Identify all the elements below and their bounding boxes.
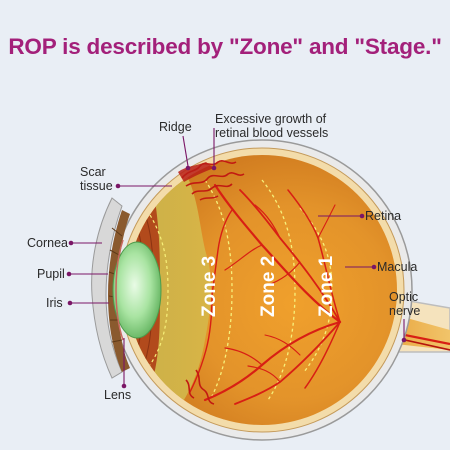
optic-nerve-label-line1: Optic: [389, 290, 418, 304]
label-excessive-growth: Excessive growth of retinal blood vessel…: [211, 112, 328, 171]
ridge-label: Ridge: [159, 120, 192, 134]
label-optic-nerve: Optic nerve: [389, 290, 420, 343]
scar-tissue: [178, 162, 214, 182]
zone-2-label: Zone 2: [258, 256, 279, 317]
pupil-label: Pupil: [37, 267, 65, 281]
label-cornea: Cornea: [27, 236, 102, 250]
label-iris: Iris: [46, 296, 109, 310]
retina-label: Retina: [365, 209, 401, 223]
label-ridge: Ridge: [159, 120, 192, 171]
zone-boundary-3: [204, 179, 233, 401]
zone-boundary-1: [299, 207, 333, 373]
label-scar-tissue: Scar tissue: [80, 165, 172, 193]
zone-boundary-2: [261, 179, 296, 401]
iris-shape: [108, 210, 130, 372]
zone-3-label: Zone 3: [199, 256, 220, 317]
eyeball: [111, 139, 413, 441]
diagram-title: ROP is described by "Zone" and "Stage.": [8, 34, 442, 59]
scar-label-line1: Scar: [80, 165, 106, 179]
iris-label: Iris: [46, 296, 63, 310]
retinal-blood-vessels: [189, 183, 342, 405]
excessive-growth-label-line2: retinal blood vessels: [215, 126, 328, 140]
label-macula: Macula: [345, 260, 417, 274]
zone-1-label: Zone 1: [316, 255, 337, 317]
scar-label-line2: tissue: [80, 179, 113, 193]
label-retina: Retina: [318, 209, 401, 223]
optic-nerve-label-line2: nerve: [389, 304, 420, 318]
excessive-growth-label-line1: Excessive growth of: [215, 112, 327, 126]
lens-shape: [112, 241, 162, 339]
lens-label: Lens: [104, 388, 131, 402]
macula-label: Macula: [377, 260, 417, 274]
cornea-label: Cornea: [27, 236, 68, 250]
label-lens: Lens: [104, 338, 131, 402]
label-pupil: Pupil: [37, 267, 108, 281]
